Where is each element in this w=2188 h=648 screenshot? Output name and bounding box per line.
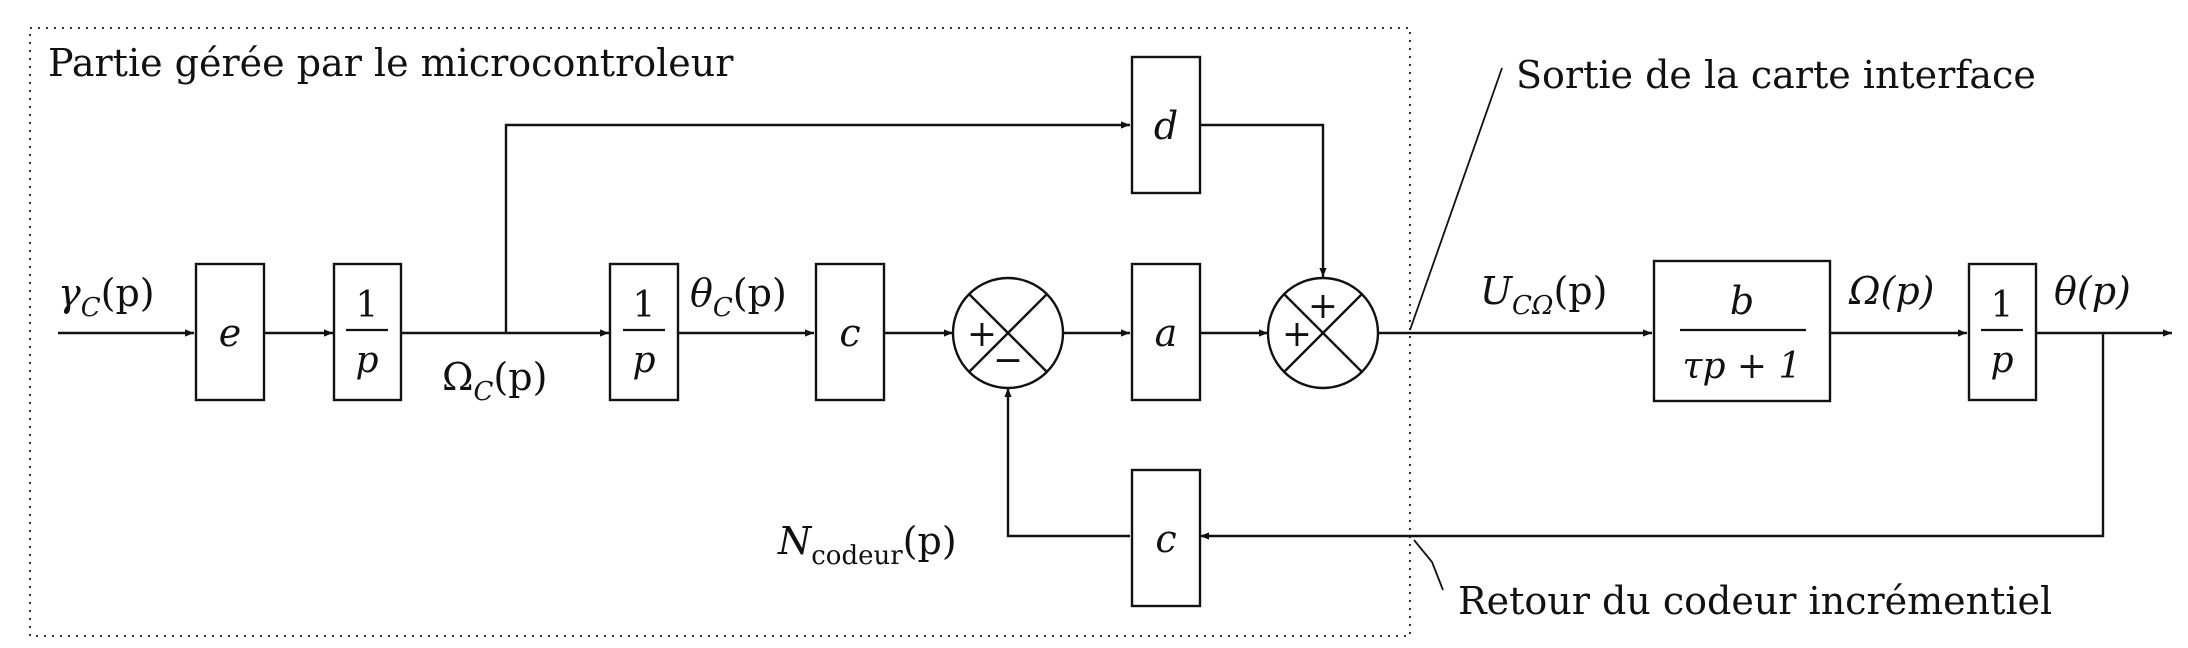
integrator-2-fraction: 1 p xyxy=(623,285,665,381)
svg-text:p: p xyxy=(1990,340,2013,381)
svg-text:b: b xyxy=(1730,279,1754,323)
signal-theta: θ(p) xyxy=(2054,269,2131,313)
signal-n-codeur: Ncodeur(p) xyxy=(777,519,957,571)
svg-text:1: 1 xyxy=(633,285,656,326)
block-a-label: a xyxy=(1155,311,1178,355)
region-label: Partie gérée par le microcontroleur xyxy=(48,41,734,85)
signal-theta-c: θC(p) xyxy=(690,271,787,323)
wire-d-to-sum2 xyxy=(1200,123,1327,277)
svg-text:1: 1 xyxy=(1991,285,2014,326)
block-d xyxy=(1130,55,1202,195)
microcontroller-region-boundary xyxy=(29,27,1411,637)
block-e xyxy=(194,262,266,402)
signal-u-c-omega: UCΩ(p) xyxy=(1480,269,1607,321)
annotation-encoder-return: Retour du codeur incrémentiel xyxy=(1458,579,2052,623)
annotation-output-card: Sortie de la carte interface xyxy=(1516,53,2036,97)
pointer-output-card xyxy=(1409,67,1503,331)
plant-transfer-function: b τp + 1 xyxy=(1680,279,1806,387)
sum2-plus-top-sign: + xyxy=(1308,286,1338,327)
pointer-encoder-return xyxy=(1413,539,1444,591)
block-d-label: d xyxy=(1154,104,1178,148)
wire-feedback-return xyxy=(1200,333,2105,540)
block-e-label: e xyxy=(219,311,242,355)
svg-text:τp + 1: τp + 1 xyxy=(1683,346,1802,387)
sum1-plus-sign: + xyxy=(967,314,997,355)
sum2-plus-left-sign: + xyxy=(1282,314,1312,355)
wire-feedforward xyxy=(504,121,1130,333)
integrator-1-fraction: 1 p xyxy=(346,285,388,381)
svg-text:p: p xyxy=(632,340,655,381)
block-c-forward xyxy=(814,262,886,402)
signal-omega-c: ΩC(p) xyxy=(442,355,547,407)
summing-junction-2 xyxy=(1266,276,1380,390)
block-c-forward-label: c xyxy=(839,311,860,355)
block-c-feedback-label: c xyxy=(1155,517,1176,561)
integrator-3-fraction: 1 p xyxy=(1981,285,2023,381)
sum1-minus-sign: − xyxy=(993,340,1023,381)
block-integrator-2 xyxy=(608,262,680,402)
signal-gamma-c: γC(p) xyxy=(58,271,155,323)
block-a xyxy=(1130,262,1202,402)
signal-omega: Ω(p) xyxy=(1848,269,1934,313)
block-integrator-1 xyxy=(332,262,403,402)
block-integrator-3 xyxy=(1967,262,2038,402)
svg-text:1: 1 xyxy=(356,285,379,326)
block-c-feedback xyxy=(1130,468,1202,608)
wire-feedback-to-sum1 xyxy=(1004,388,1130,538)
svg-text:p: p xyxy=(355,340,378,381)
summing-junction-1 xyxy=(951,276,1065,390)
